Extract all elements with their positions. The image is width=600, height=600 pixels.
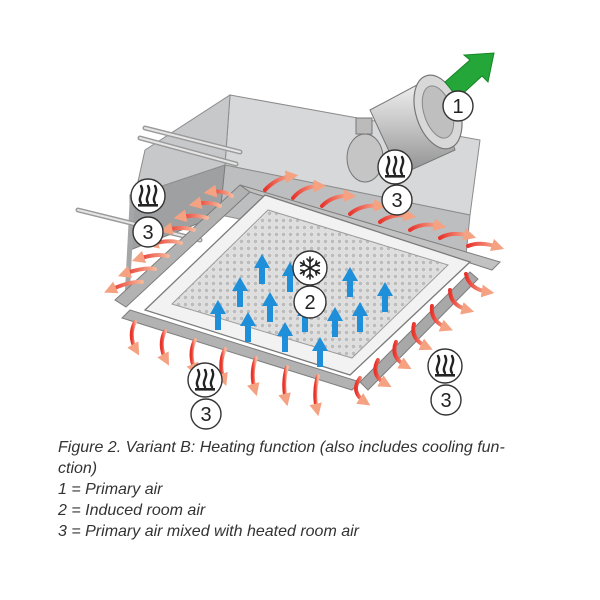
marker-mixed-air: 3 [130, 178, 166, 248]
mixed-air-arrow [348, 198, 387, 216]
mixed-air-arrow [186, 338, 199, 376]
mixed-air-arrow [309, 374, 322, 417]
mixed-air-arrow [354, 376, 371, 406]
legend-item-induced-air: 2 = Induced room air [58, 502, 206, 519]
heat-waves-icon [383, 155, 407, 179]
marker-mixed-air: 3 [187, 362, 223, 430]
figure-caption: Figure 2. Variant B: Heating function (a… [58, 437, 558, 542]
legend-item-primary-air: 1 = Primary air [58, 481, 163, 498]
marker-label: 3 [440, 390, 451, 412]
mixed-air-arrow [247, 356, 260, 397]
mixed-air-arrow [131, 250, 170, 264]
marker-mixed-air: 3 [427, 348, 463, 416]
mixed-air-arrow [278, 365, 291, 407]
mixed-air-arrows [104, 170, 505, 417]
mixed-air-arrow [291, 179, 327, 200]
marker-mixed-air: 3 [377, 149, 413, 216]
marker-label: 3 [200, 404, 211, 426]
mixed-air-arrow [448, 288, 475, 315]
mixed-air-arrow [263, 170, 299, 192]
heat-waves-icon [136, 184, 160, 208]
mixed-air-arrow [411, 322, 433, 351]
mixed-air-arrow [127, 320, 140, 356]
marker-primary-air: 1 [442, 90, 474, 122]
marker-label: 3 [142, 222, 153, 244]
mixed-air-arrow [373, 358, 392, 388]
marker-label: 2 [304, 292, 315, 314]
mixed-air-arrow [429, 304, 453, 332]
primary-air-arrow-icon [444, 52, 495, 99]
marker-label: 3 [391, 190, 402, 212]
mixed-air-arrow [159, 222, 196, 235]
outlet-slots [114, 184, 501, 391]
caption-title-continued: ction) [58, 460, 98, 477]
mixed-air-arrow [203, 184, 234, 198]
heat-waves-icon [193, 368, 217, 392]
marker-label: 1 [452, 96, 463, 118]
mixed-air-arrow [215, 347, 228, 386]
mixed-air-arrow [188, 196, 222, 210]
mixed-air-arrow [117, 265, 157, 278]
mixed-air-arrow [173, 209, 209, 223]
mixed-air-arrow [464, 272, 495, 298]
mixed-air-arrow [320, 189, 357, 208]
mixed-air-arrow [104, 279, 144, 294]
mixed-air-arrow [392, 340, 412, 370]
mixed-air-arrow [438, 228, 477, 241]
legend-item-mixed-air: 3 = Primary air mixed with heated room a… [58, 523, 359, 540]
snowflake-icon [299, 256, 321, 280]
caption-title: Figure 2. Variant B: Heating function (a… [58, 439, 505, 456]
mixed-air-arrow [378, 208, 417, 224]
heat-waves-icon [433, 354, 457, 378]
chilled-beam-diagram: 1 2 3 3 3 [75, 52, 505, 430]
mixed-air-arrow [466, 238, 505, 252]
mixed-air-arrow [157, 329, 170, 366]
marker-induced-air: 2 [292, 250, 328, 319]
mixed-air-arrow [408, 218, 447, 232]
